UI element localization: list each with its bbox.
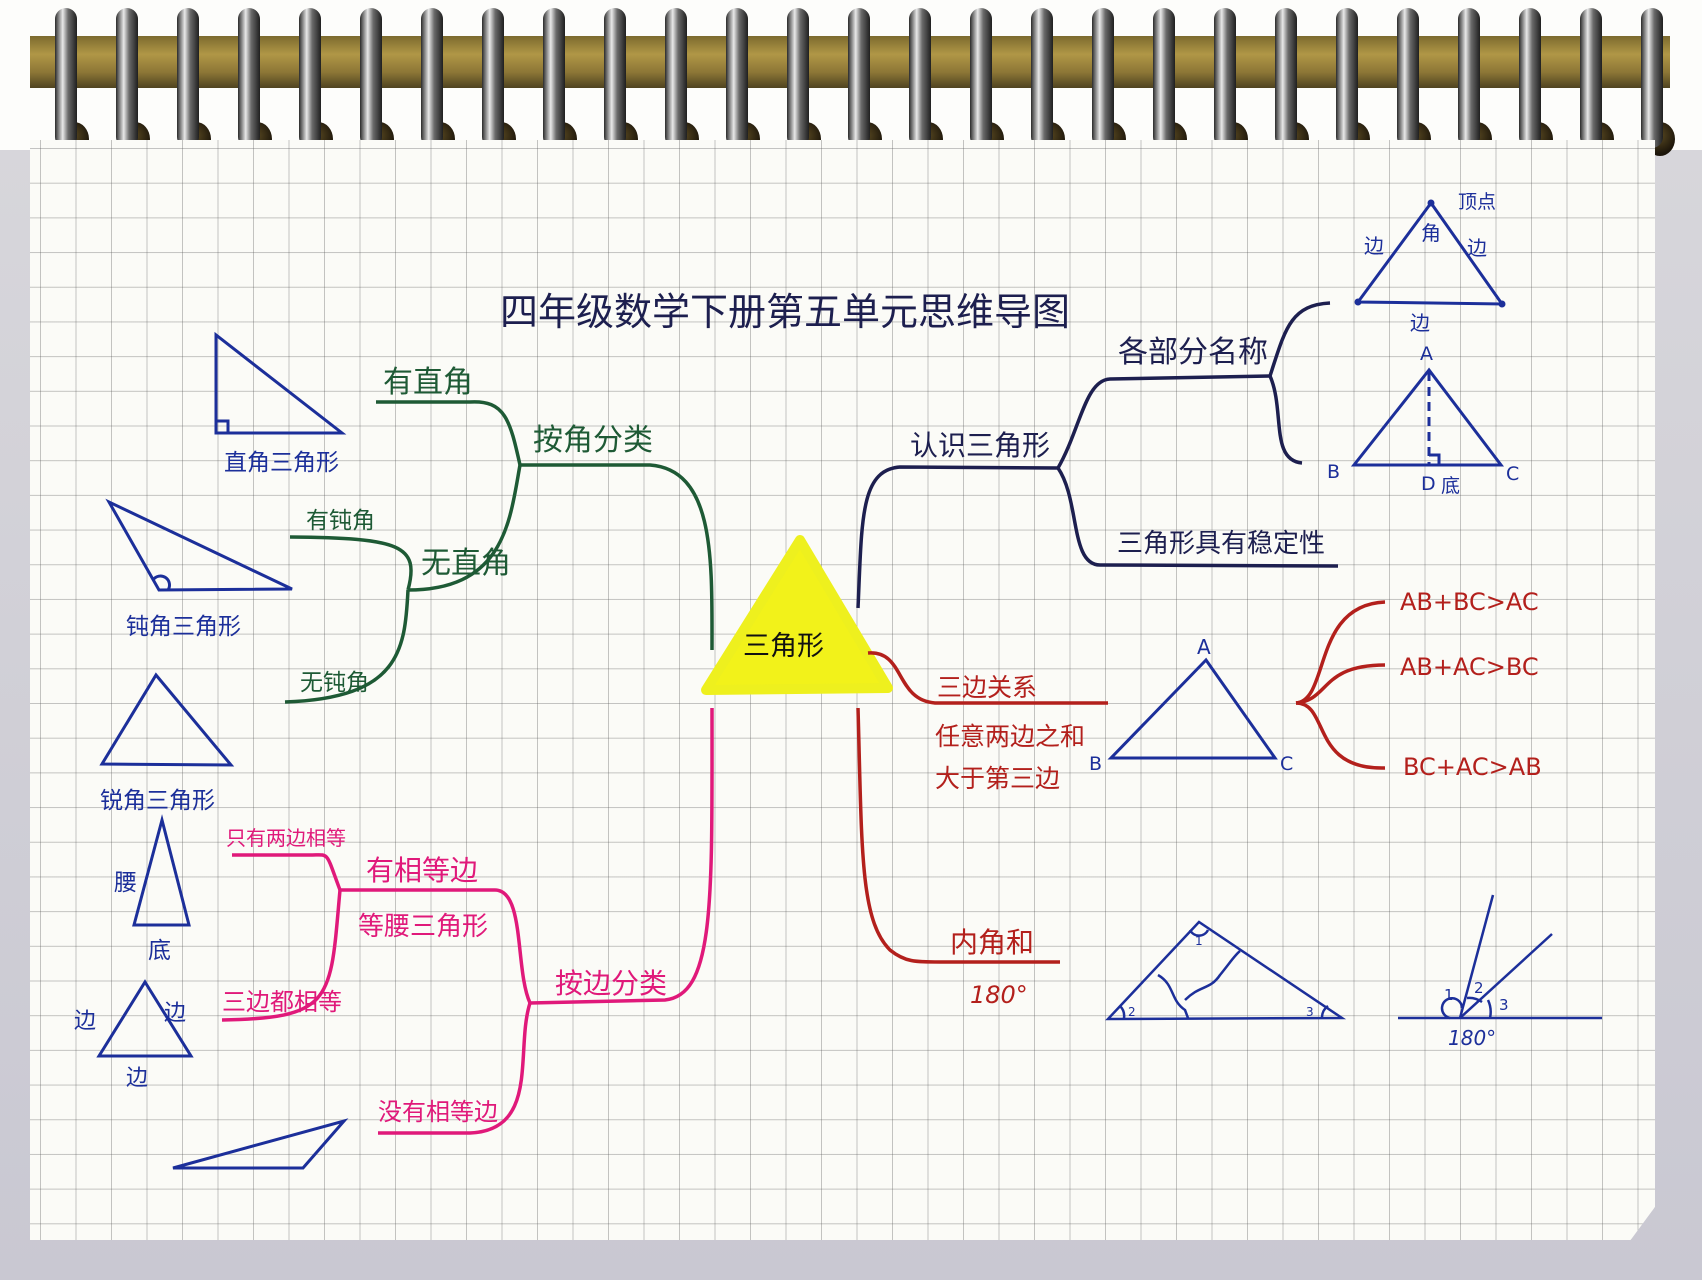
relation-point-c: C <box>1280 753 1293 775</box>
equilateral-side-right-label: 边 <box>164 1001 186 1026</box>
no-right-angle-label: 无直角 <box>421 546 511 581</box>
has-equal-sides-label: 有相等边 <box>366 854 478 887</box>
parts-names-label: 各部分名称 <box>1118 335 1268 370</box>
straight-angle-3: 3 <box>1499 996 1509 1014</box>
has-right-angle-label: 有直角 <box>383 365 473 400</box>
spiral-ring <box>1092 8 1114 148</box>
inequality-3: BC+AC>AB <box>1403 753 1542 781</box>
know-branch-lines <box>856 301 1339 609</box>
center-triangle-highlight <box>701 535 893 695</box>
isosceles-triangle-diagram <box>132 814 191 927</box>
has-obtuse-label: 有钝角 <box>306 508 375 534</box>
torn-angle-1: 1 <box>1195 934 1203 948</box>
equilateral-triangle-diagram <box>96 979 194 1058</box>
point-d-label: D <box>1421 473 1436 495</box>
inequality-1: AB+BC>AC <box>1400 588 1539 616</box>
relation-rule-line1: 任意两边之和 <box>935 722 1085 751</box>
side-right-label: 边 <box>1467 236 1487 260</box>
no-equal-sides-label: 没有相等边 <box>378 1098 498 1126</box>
angle-label: 角 <box>1421 221 1441 245</box>
angle-sum-triangle-diagram <box>1105 920 1347 1021</box>
torn-angle-3: 3 <box>1306 1005 1314 1019</box>
acute-triangle-label: 锐角三角形 <box>100 788 215 814</box>
point-c-label: C <box>1506 463 1519 485</box>
side-bottom-label: 边 <box>1410 311 1430 335</box>
spiral-ring <box>1580 8 1602 148</box>
spiral-ring <box>665 8 687 148</box>
angle-sum-value: 180° <box>970 981 1028 1009</box>
vertex-label: 顶点 <box>1458 191 1496 213</box>
side-branch-lines <box>221 707 714 1135</box>
spiral-ring <box>848 8 870 148</box>
point-b-label: B <box>1327 461 1340 483</box>
all-three-equal-label: 三边都相等 <box>222 988 342 1016</box>
spiral-ring <box>360 8 382 148</box>
spiral-ring <box>238 8 260 148</box>
leg-label: 腰 <box>114 870 137 896</box>
spiral-ring <box>1031 8 1053 148</box>
obtuse-triangle-label: 钝角三角形 <box>126 614 241 640</box>
relation-point-a: A <box>1197 635 1211 659</box>
spiral-ring <box>1275 8 1297 148</box>
straight-angle-value: 180° <box>1448 1026 1496 1050</box>
angle-sum-label: 内角和 <box>950 926 1034 959</box>
relation-branch-lines <box>856 600 1386 964</box>
equilateral-side-bottom-label: 边 <box>126 1066 148 1091</box>
no-obtuse-label: 无钝角 <box>300 670 369 696</box>
center-node[interactable]: 三角形 <box>701 535 893 695</box>
spiral-ring <box>909 8 931 148</box>
spiral-ring <box>970 8 992 148</box>
spiral-ring <box>1397 8 1419 148</box>
stability-label: 三角形具有稳定性 <box>1117 529 1325 559</box>
right-triangle-diagram <box>214 331 347 435</box>
straight-angle-1: 1 <box>1444 986 1454 1004</box>
spiral-ring <box>543 8 565 148</box>
height-triangle-diagram <box>1350 367 1505 467</box>
spiral-ring <box>1153 8 1175 148</box>
relation-point-b: B <box>1089 753 1102 775</box>
spiral-ring <box>1519 8 1541 148</box>
spiral-ring <box>1336 8 1358 148</box>
spiral-ring <box>1458 8 1480 148</box>
parts-triangle-diagram <box>1354 199 1506 308</box>
only-two-equal-label: 只有两边相等 <box>226 826 346 850</box>
relation-rule-line2: 大于第三边 <box>935 764 1060 793</box>
right-triangle-label: 直角三角形 <box>224 450 339 476</box>
relation-triangle-diagram <box>1107 657 1278 760</box>
three-sides-relation-label: 三边关系 <box>937 673 1037 702</box>
equilateral-side-left-label: 边 <box>74 1009 96 1034</box>
straight-angle-2: 2 <box>1474 979 1484 997</box>
spiral-ring <box>1641 8 1663 148</box>
angle-branch-lines <box>284 400 714 704</box>
acute-triangle-diagram <box>99 672 235 767</box>
spiral-ring <box>482 8 504 148</box>
inequality-2: AB+AC>BC <box>1400 653 1539 681</box>
spiral-ring <box>787 8 809 148</box>
mind-map-title: 四年级数学下册第五单元思维导图 <box>500 290 1070 334</box>
base-label-height: 底 <box>1441 475 1460 497</box>
obtuse-triangle-diagram <box>105 498 293 592</box>
spiral-ring <box>55 8 77 148</box>
spiral-ring <box>299 8 321 148</box>
by-angle-label: 按角分类 <box>533 423 653 458</box>
center-label: 三角形 <box>743 631 824 662</box>
scalene-triangle-diagram <box>172 1118 349 1170</box>
know-triangle-label: 认识三角形 <box>910 429 1050 462</box>
isosceles-label: 等腰三角形 <box>358 912 488 942</box>
side-left-label: 边 <box>1364 234 1384 258</box>
grid-paper-page <box>30 140 1655 1240</box>
spiral-ring <box>1214 8 1236 148</box>
by-side-label: 按边分类 <box>555 967 667 1000</box>
torn-angle-2: 2 <box>1128 1005 1136 1019</box>
base-label: 底 <box>148 938 171 964</box>
point-a-label: A <box>1420 343 1433 365</box>
spiral-ring <box>604 8 626 148</box>
spiral-ring <box>177 8 199 148</box>
spiral-ring <box>116 8 138 148</box>
spiral-ring <box>421 8 443 148</box>
straight-angle-diagram <box>1398 894 1602 1020</box>
spiral-ring <box>726 8 748 148</box>
